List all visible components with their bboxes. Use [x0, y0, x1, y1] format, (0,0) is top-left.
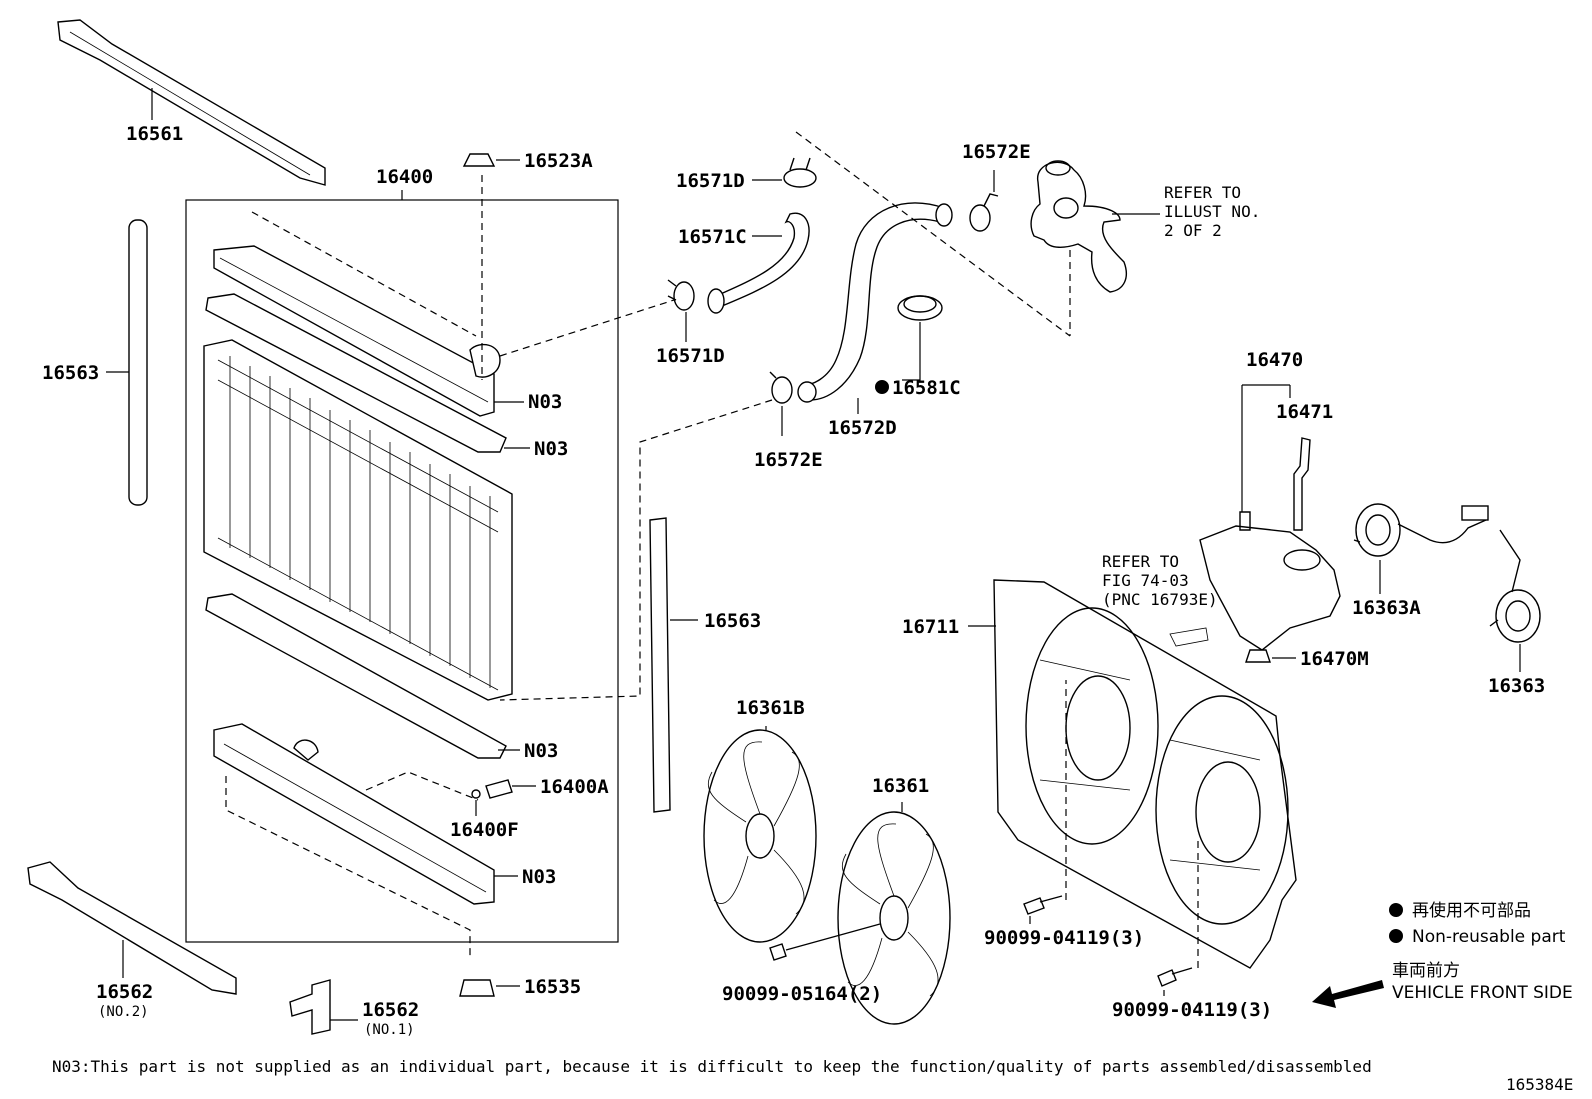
- front-arrow-icon: [1312, 980, 1384, 1008]
- label-16561: 16561: [126, 123, 183, 145]
- label-16361B: 16361B: [736, 697, 805, 719]
- fan-shroud-16711: [993, 579, 1297, 969]
- label-bolt-04119-b: 90099-04119(3): [1112, 999, 1272, 1021]
- seal-16563-left: [128, 219, 148, 506]
- water-inlet-housing: [1030, 160, 1128, 293]
- label-16400: 16400: [376, 166, 433, 188]
- label-16470: 16470: [1246, 349, 1303, 371]
- legend-dot-en: [1389, 929, 1403, 943]
- lower-gasket: [205, 593, 507, 759]
- fan-16361: [837, 811, 951, 1025]
- refer-fig-line2: FIG 74-03: [1102, 571, 1189, 590]
- refer-illust-line3: 2 OF 2: [1164, 221, 1222, 240]
- legend-dot-jp: [1389, 903, 1403, 917]
- nut-90099-05164: [769, 943, 787, 961]
- bolt-90099-04119-a: [1023, 895, 1063, 915]
- bolt-90099-04119-b: [1157, 967, 1193, 987]
- oring-16400F: [471, 789, 481, 799]
- clamp-16581C: [897, 295, 943, 321]
- refer-fig-line3: (PNC 16793E): [1102, 590, 1218, 609]
- legend-en: Non-reusable part: [1412, 927, 1566, 947]
- footnote: N03:This part is not supplied as an indi…: [52, 1057, 1372, 1076]
- seal-16563-right: [649, 517, 671, 813]
- fan-motor-16363A: [1353, 503, 1489, 557]
- label-16400F: 16400F: [450, 819, 519, 841]
- label-16711: 16711: [902, 616, 959, 638]
- front-en: VEHICLE FRONT SIDE: [1392, 983, 1573, 1003]
- label-16562-no1: 16562: [362, 999, 419, 1021]
- label-16563-left: 16563: [42, 362, 99, 384]
- label-16471: 16471: [1276, 401, 1333, 423]
- legend-jp: 再使用不可部品: [1412, 900, 1531, 921]
- label-16535: 16535: [524, 976, 581, 998]
- figure-id: 165384E: [1506, 1075, 1573, 1094]
- radiator-core: [203, 339, 513, 701]
- label-n03-3: N03: [524, 740, 558, 762]
- cushion-16523A: [462, 153, 496, 167]
- label-16563-right: 16563: [704, 610, 761, 632]
- hose-16571C: [707, 212, 810, 314]
- label-16361: 16361: [872, 775, 929, 797]
- drain-cock-16400A: [485, 779, 513, 799]
- radiator-lower-tank: [213, 723, 495, 905]
- non-reusable-dot-16581C: [875, 380, 889, 394]
- label-16400A: 16400A: [540, 776, 609, 798]
- fan-16361B: [703, 729, 817, 943]
- label-16470M: 16470M: [1300, 648, 1369, 670]
- label-nut-05164: 90099-05164(2): [722, 983, 882, 1005]
- clamp-16572E-bottom: [769, 371, 793, 404]
- reservoir-tank-16470: [1199, 511, 1341, 651]
- label-16571C: 16571C: [678, 226, 747, 248]
- bracket-16562-no1: [289, 979, 331, 1035]
- label-16562-no2: 16562: [96, 981, 153, 1003]
- upper-gasket: [205, 293, 507, 453]
- cushion-16535: [459, 979, 495, 997]
- grommet-16470M: [1245, 649, 1271, 663]
- refer-illust-line2: ILLUST NO.: [1164, 202, 1260, 221]
- clamp-16572E-top: [969, 193, 999, 232]
- seal-16562-no2: [27, 861, 237, 995]
- label-16523A: 16523A: [524, 150, 593, 172]
- seal-16561: [57, 19, 326, 186]
- label-n03-1: N03: [528, 391, 562, 413]
- label-16363: 16363: [1488, 675, 1545, 697]
- reservoir-bracket: [1169, 627, 1209, 647]
- label-16562-no1-sub: (NO.1): [364, 1022, 415, 1038]
- label-16581C: 16581C: [892, 377, 961, 399]
- label-16572E-bottom: 16572E: [754, 449, 823, 471]
- label-bolt-04119-a: 90099-04119(3): [984, 927, 1144, 949]
- label-16572E-top: 16572E: [962, 141, 1031, 163]
- label-16571D-bottom: 16571D: [656, 345, 725, 367]
- label-16572D: 16572D: [828, 417, 897, 439]
- label-16562-no2-sub: (NO.2): [98, 1004, 149, 1020]
- label-n03-4: N03: [522, 866, 556, 888]
- radiator-upper-tank: [213, 245, 501, 417]
- hose-16572D: [797, 202, 953, 403]
- refer-fig-line1: REFER TO: [1102, 552, 1179, 571]
- reservoir-hose-16471: [1293, 437, 1311, 531]
- clamp-16571D-bottom: [667, 279, 695, 311]
- label-16363A: 16363A: [1352, 597, 1421, 619]
- label-16571D-top: 16571D: [676, 170, 745, 192]
- front-jp: 車両前方: [1392, 961, 1460, 981]
- refer-illust-line1: REFER TO: [1164, 183, 1241, 202]
- fan-motor-16363: [1489, 529, 1541, 643]
- clamp-16571D-top: [783, 157, 817, 188]
- label-n03-2: N03: [534, 438, 568, 460]
